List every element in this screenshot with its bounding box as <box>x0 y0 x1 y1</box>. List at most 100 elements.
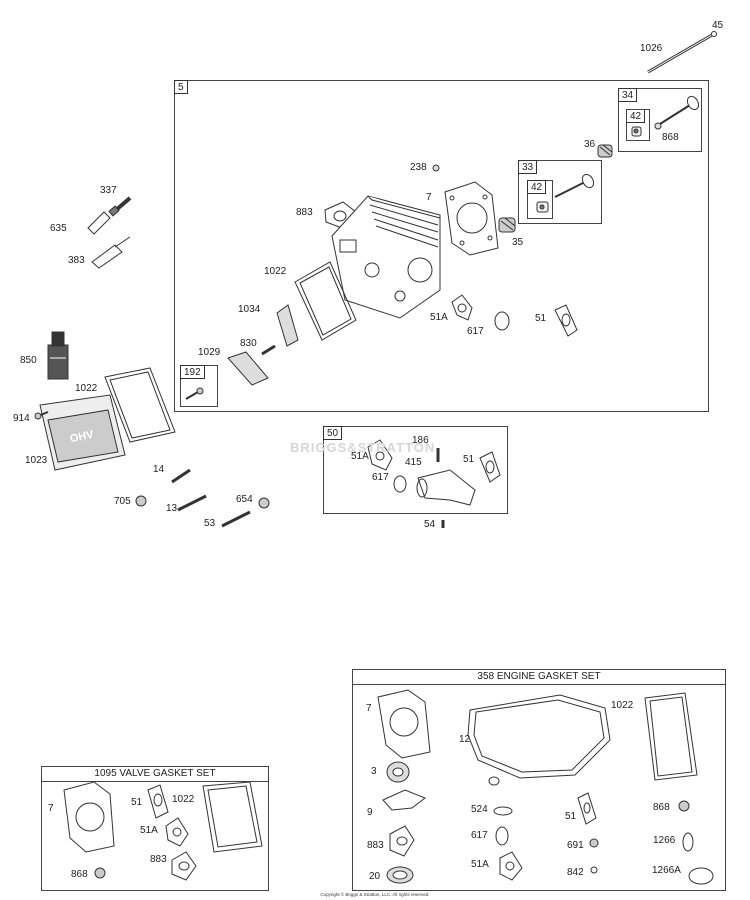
label-g883[interactable]: 883 <box>367 840 384 851</box>
label-654[interactable]: 654 <box>236 494 253 505</box>
sealant-tube-850[interactable] <box>47 331 69 380</box>
label-36[interactable]: 36 <box>584 139 596 150</box>
push-rod-part[interactable] <box>647 31 717 74</box>
label-705[interactable]: 705 <box>114 496 131 507</box>
plug-868-kit1095[interactable] <box>94 867 106 879</box>
label-g9[interactable]: 9 <box>367 807 373 818</box>
oil-seal-3[interactable] <box>386 761 410 783</box>
screw-192[interactable] <box>185 387 204 400</box>
label-51a[interactable]: 51 <box>535 313 547 324</box>
crankcase-gasket-12[interactable] <box>467 694 611 779</box>
label-383[interactable]: 383 <box>68 255 85 266</box>
label-1023[interactable]: 1023 <box>25 455 48 466</box>
o-ring-1266A[interactable] <box>688 867 714 885</box>
label-635[interactable]: 635 <box>50 223 67 234</box>
o-ring-617-box50[interactable] <box>393 475 407 493</box>
label-v7[interactable]: 7 <box>48 803 54 814</box>
label-g1266A[interactable]: 1266A <box>652 865 681 876</box>
label-g51A[interactable]: 51A <box>471 859 489 870</box>
label-850[interactable]: 850 <box>20 355 37 366</box>
stud-14[interactable] <box>171 468 191 484</box>
label-868a[interactable]: 868 <box>662 132 679 143</box>
label-238[interactable]: 238 <box>410 162 427 173</box>
label-337[interactable]: 337 <box>100 185 117 196</box>
box-number-42b[interactable]: 42 <box>527 180 547 194</box>
gasket-883-kit358[interactable] <box>389 825 415 857</box>
valve-keeper-42b[interactable] <box>536 201 549 213</box>
label-35[interactable]: 35 <box>512 237 524 248</box>
o-ring-524[interactable] <box>493 806 513 816</box>
label-g842[interactable]: 842 <box>567 867 584 878</box>
label-51Ab[interactable]: 51A <box>351 451 369 462</box>
nut-654[interactable] <box>258 497 270 509</box>
washer-691[interactable] <box>589 838 599 848</box>
valve-gasket-set-title[interactable]: 1095 VALVE GASKET SET <box>42 767 268 782</box>
gasket-51A-main[interactable] <box>451 294 473 321</box>
stud-830[interactable] <box>261 344 276 356</box>
valve-cover-1023[interactable] <box>39 394 126 471</box>
breather-1034[interactable] <box>276 304 299 347</box>
exhaust-valve-part[interactable] <box>654 94 701 130</box>
label-g1266[interactable]: 1266 <box>653 835 676 846</box>
gasket-9[interactable] <box>382 789 427 811</box>
o-ring-1266[interactable] <box>682 832 694 852</box>
nut-705[interactable] <box>135 495 147 507</box>
head-gasket-7-kit358[interactable] <box>377 689 431 759</box>
head-gasket-7[interactable] <box>444 181 499 256</box>
label-53[interactable]: 53 <box>204 518 216 529</box>
gasket-51-kit358[interactable] <box>577 792 597 825</box>
gasket-51-kit1095[interactable] <box>147 784 169 819</box>
label-1022b[interactable]: 1022 <box>75 383 98 394</box>
o-ring-617-kit358[interactable] <box>495 826 509 846</box>
gasket-51A-kit1095[interactable] <box>165 817 189 847</box>
label-54[interactable]: 54 <box>424 519 436 530</box>
label-1034[interactable]: 1034 <box>238 304 261 315</box>
seal-20[interactable] <box>386 866 414 884</box>
plug-868-kit358[interactable] <box>678 800 690 812</box>
label-g3[interactable]: 3 <box>371 766 377 777</box>
o-ring-617-main[interactable] <box>494 311 510 331</box>
spark-plug-337[interactable] <box>108 196 132 217</box>
stud-13[interactable] <box>177 494 207 512</box>
label-v1022[interactable]: 1022 <box>172 794 195 805</box>
deflector-1029[interactable] <box>227 351 269 386</box>
label-v51[interactable]: 51 <box>131 797 143 808</box>
label-1029[interactable]: 1029 <box>198 347 221 358</box>
label-g7[interactable]: 7 <box>366 703 372 714</box>
label-7a[interactable]: 7 <box>426 192 432 203</box>
gasket-51A-kit358[interactable] <box>499 851 523 881</box>
label-914[interactable]: 914 <box>13 413 30 424</box>
valve-spring-36[interactable] <box>597 144 613 158</box>
box-number-33[interactable]: 33 <box>518 160 538 174</box>
gasket-883-kit1095[interactable] <box>171 851 197 881</box>
stud-53[interactable] <box>221 510 251 528</box>
label-v868[interactable]: 868 <box>71 869 88 880</box>
label-51b[interactable]: 51 <box>463 454 475 465</box>
terminal-383[interactable] <box>91 236 131 269</box>
label-g51[interactable]: 51 <box>565 811 577 822</box>
box-number-50[interactable]: 50 <box>323 426 343 440</box>
valve-keeper-42a[interactable] <box>631 126 642 137</box>
label-g868[interactable]: 868 <box>653 802 670 813</box>
label-1022a[interactable]: 1022 <box>264 266 287 277</box>
head-gasket-7-kit1095[interactable] <box>63 781 115 853</box>
label-g524[interactable]: 524 <box>471 804 488 815</box>
gasket-51-box50[interactable] <box>479 451 501 483</box>
cylinder-head-part[interactable] <box>331 195 441 319</box>
cover-gasket-1022-kit358[interactable] <box>644 692 698 781</box>
intake-elbow-415[interactable] <box>416 469 476 506</box>
label-g12[interactable]: 12 <box>459 734 471 745</box>
cover-gasket-1022-kit1095[interactable] <box>202 781 263 853</box>
box-number-5[interactable]: 5 <box>174 80 188 94</box>
label-g617[interactable]: 617 <box>471 830 488 841</box>
label-617a[interactable]: 617 <box>467 326 484 337</box>
label-1026[interactable]: 1026 <box>640 43 663 54</box>
cover-gasket-1022-left[interactable] <box>104 367 176 443</box>
label-g691[interactable]: 691 <box>567 840 584 851</box>
gasket-51-main[interactable] <box>554 304 578 337</box>
cover-gasket-1022[interactable] <box>294 261 357 341</box>
plug-boot-635[interactable] <box>87 211 111 235</box>
label-415[interactable]: 415 <box>405 457 422 468</box>
label-v883[interactable]: 883 <box>150 854 167 865</box>
label-g1022[interactable]: 1022 <box>611 700 634 711</box>
